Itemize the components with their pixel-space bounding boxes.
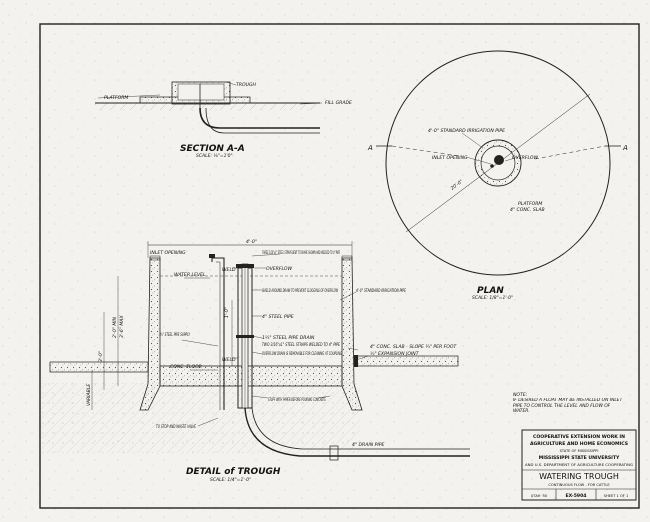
detail-inlet-label: INLET OPENING — [150, 250, 186, 256]
detail-supply-label: ¾" STEEL PIPE SUPPLY — [160, 332, 191, 338]
detail-stuff-label: STUFF WITH PAPER BEFORE POURING CONCRETE — [268, 397, 326, 403]
detail-width-dim: 4'-0" — [246, 239, 257, 245]
plan-platform-label: PLATFORM — [518, 201, 542, 207]
detail-water-level-label: WATER LEVEL — [174, 272, 206, 278]
detail-drain-steel-label: 1¼" STEEL PIPE DRAIN — [262, 335, 315, 341]
tb-line3: STATE OF MISSISSIPPI — [560, 449, 599, 453]
title-block: COOPERATIVE EXTENSION WORK IN AGRICULTUR… — [521, 429, 637, 501]
detail-slab-label: 4" CONC. SLAB - SLOPE ¼" PER FOOT — [370, 344, 458, 350]
trough-floor — [159, 365, 343, 387]
detail-max-depth: 3'-6" MAX — [119, 315, 125, 338]
note-block: NOTE: IF DESIRED A FLOAT MAY BE INSTALLE… — [513, 392, 623, 415]
tb-line5: AND U.S. DEPARTMENT OF AGRICULTURE COOPE… — [525, 463, 633, 467]
detail-shield-label: SHIELD AROUND DRAIN TO PREVENT CLOGGING … — [262, 288, 338, 294]
plan-overflow-label: OVERFLOW — [512, 155, 539, 161]
detail-weld-top: WELD — [222, 267, 236, 273]
plan-platform-circle — [385, 50, 611, 276]
detail-title: DETAIL of TROUGH — [186, 467, 281, 477]
section-trough-label: TROUGH — [236, 82, 257, 88]
detail-drain-pipe-label: 4" DRAIN PIPE — [352, 442, 385, 448]
detail-inner-dim: 1'-0" — [224, 307, 230, 318]
section-scale: SCALE: ⅛"=1'0" — [196, 153, 233, 159]
detail-slab-right — [353, 355, 459, 367]
tb-title: WATERING TROUGH — [539, 472, 619, 481]
detail-irrigation-label: 4'-0" STANDARD IRRIGATION PIPE — [356, 288, 406, 294]
plan-section-a-right: A — [622, 144, 628, 152]
detail-slab-left — [49, 361, 149, 373]
detail-view: 4'-0" INLET OPENING WATER LEVEL WELD WEL… — [40, 239, 470, 483]
section-fill-label: FILL GRADE — [325, 100, 352, 106]
detail-variable-dim: VARIABLE — [86, 384, 92, 406]
detail-scale: SCALE: 1/4"=1'-0" — [210, 477, 251, 483]
tb-subtitle: CONTINUOUS FLOW - FOR CATTLE — [548, 483, 610, 487]
plan-inlet-label: INLET OPENING — [432, 155, 468, 161]
plan-section-a-left: A — [367, 144, 373, 152]
detail-expansion-label: ½" EXPANSION JOINT — [370, 350, 420, 357]
section-platform-label: PLATFORM — [104, 95, 128, 101]
detail-overflow-label: OVERFLOW — [266, 266, 293, 272]
tb-sheet: SHEET 1 OF 1 — [604, 494, 629, 498]
plan-title: PLAN — [477, 286, 504, 296]
detail-min-depth: 2'-0" MIN — [112, 316, 118, 338]
section-aa-view: PLATFORM TROUGH FILL GRADE SECTION A-A S… — [95, 81, 352, 159]
tb-date: UTAH '50 — [531, 494, 548, 498]
tb-line1: COOPERATIVE EXTENSION WORK IN — [533, 434, 625, 440]
section-title: SECTION A-A — [180, 144, 245, 154]
tb-line2: AGRICULTURE AND HOME ECONOMICS — [530, 441, 628, 447]
sheet-border — [39, 23, 640, 509]
tb-number: EX-5904 — [566, 493, 587, 499]
plan-overflow-pipe — [494, 155, 504, 165]
note-heading: NOTE: — [513, 392, 528, 398]
detail-stop-label: TO STOP AND WASTE VALVE — [156, 424, 196, 430]
detail-straps-label: THREE 3/16"x1" STEEL STRAPS BENT TO SHAP… — [262, 250, 340, 256]
note-text: IF DESIRED A FLOAT MAY BE INSTALLED ON I… — [513, 398, 623, 415]
detail-left-dim: 3'-0" — [98, 351, 104, 362]
detail-removable-label: OVERFLOW DRAIN IS REMOVABLE FOR CLEANING… — [262, 351, 342, 357]
plan-platform-note: 4" CONC. SLAB — [510, 207, 545, 213]
detail-weld-bottom: WELD — [222, 357, 236, 363]
plan-scale: SCALE: 1/8"=1'-0" — [472, 295, 513, 301]
plan-pipe-label: 4'-0" STANDARD IRRIGATION PIPE — [428, 128, 505, 134]
detail-steel-pipe-label: 4" STEEL PIPE — [262, 314, 294, 320]
detail-two-straps-label: TWO 3/16"x1" STEEL STRAPS WELDED TO 4" P… — [262, 342, 340, 348]
detail-floor-label: CONC. FLOOR — [170, 364, 202, 370]
tb-line4: MISSISSIPPI STATE UNIVERSITY — [539, 455, 620, 461]
